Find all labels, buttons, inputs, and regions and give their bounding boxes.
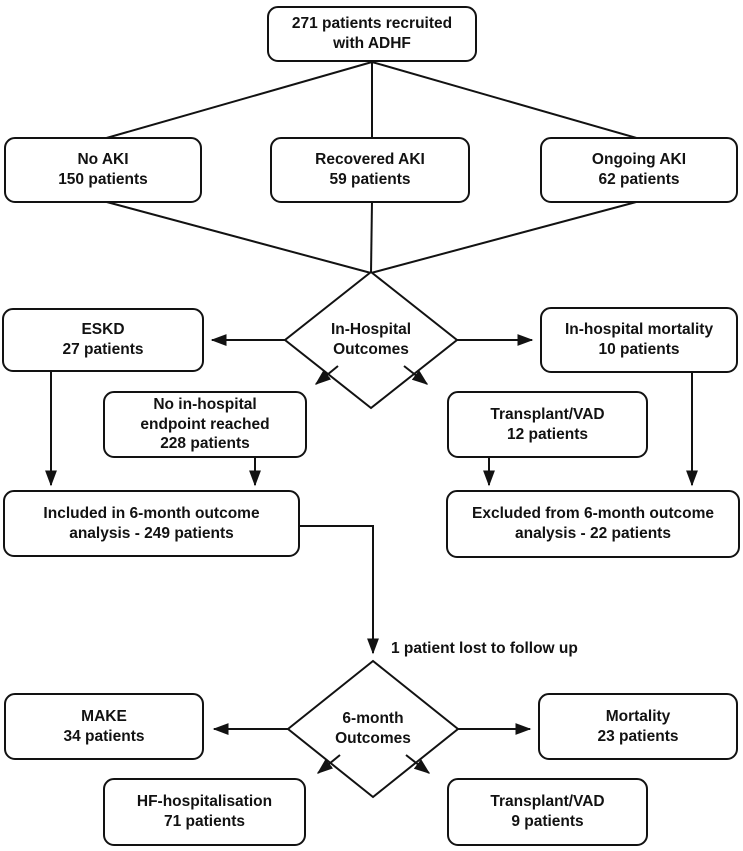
node-recruited: 271 patients recruited with ADHF [267,6,477,62]
node-in-hospital-mortality: In-hospital mortality 10 patients [540,307,738,373]
node-recovered-aki: Recovered AKI 59 patients [270,137,470,203]
node-mortality: Mortality 23 patients [538,693,738,760]
node-transplant-vad-9: Transplant/VAD 9 patients [447,778,648,846]
node-no-endpoint: No in-hospital endpoint reached 228 pati… [103,391,307,458]
node-ongoing-aki: Ongoing AKI 62 patients [540,137,738,203]
node-eskd: ESKD 27 patients [2,308,204,372]
node-no-aki: No AKI 150 patients [4,137,202,203]
node-included: Included in 6-month outcome analysis - 2… [3,490,300,557]
node-transplant-vad-12: Transplant/VAD 12 patients [447,391,648,458]
note-lost-to-follow-up: 1 patient lost to follow up [391,640,578,657]
node-make: MAKE 34 patients [4,693,204,760]
node-excluded: Excluded from 6-month outcome analysis -… [446,490,740,558]
node-hf-hospitalisation: HF-hospitalisation 71 patients [103,778,306,846]
